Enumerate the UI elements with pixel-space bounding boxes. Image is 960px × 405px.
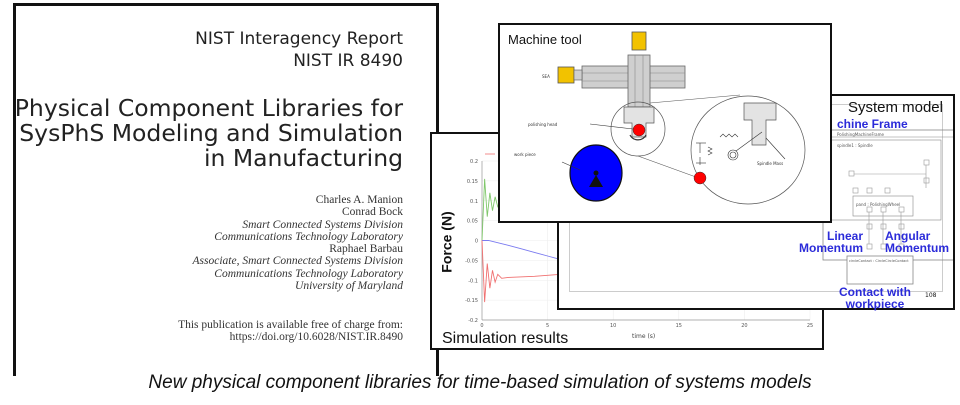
x-tick-label: 25 bbox=[807, 323, 813, 329]
polishing-head-label: polishing head bbox=[528, 122, 558, 127]
system-model-diagram: PolishingMachineFrame spindle1 : Spindle… bbox=[820, 129, 953, 285]
polishing-wheel bbox=[632, 123, 646, 137]
y-tick-label: -0.15 bbox=[465, 298, 478, 304]
spindle-mass-label: Spindle Mass bbox=[757, 161, 783, 166]
authors-block: Charles A. Manion Conrad Bock Smart Conn… bbox=[193, 194, 403, 292]
vertical-actuator bbox=[631, 31, 647, 51]
y-tick-label: -0.2 bbox=[468, 318, 478, 324]
x-tick-label: 15 bbox=[676, 323, 682, 329]
x-tick-label: 10 bbox=[610, 323, 616, 329]
author-line: Raphael Barbau bbox=[329, 243, 403, 256]
author-line: Conrad Bock bbox=[341, 206, 403, 219]
affiliation-line: Communications Technology Laboratory bbox=[214, 230, 403, 243]
affiliation-line: Communications Technology Laboratory bbox=[214, 267, 403, 280]
title-line: SysPhS Modeling and Simulation bbox=[19, 119, 403, 147]
title-line: in Manufacturing bbox=[203, 144, 403, 172]
contact-block-label: circleContact : CircleCircleContact bbox=[849, 259, 909, 263]
wheel-block-label: pand : PolishingWheel bbox=[856, 202, 900, 207]
title-line: Physical Component Libraries for bbox=[14, 94, 403, 122]
simulation-caption: Simulation results bbox=[442, 330, 569, 347]
y-tick-label: -0.1 bbox=[468, 278, 478, 284]
spindle-mass-wheel bbox=[693, 171, 707, 185]
vertical-rail bbox=[627, 54, 651, 108]
machine-tool-panel: Machine tool SEA polishing head work pie… bbox=[498, 23, 832, 223]
series-line-2 bbox=[481, 240, 561, 303]
machine-tool-title: Machine tool bbox=[508, 32, 582, 47]
x-tick-label: 5 bbox=[546, 323, 549, 329]
availability-note: This publication is available free of ch… bbox=[178, 319, 403, 344]
y-tick-label: 0.2 bbox=[470, 159, 478, 165]
figure-caption: New physical component libraries for tim… bbox=[148, 372, 812, 393]
sea-actuator bbox=[557, 66, 575, 84]
report-cover-page: NIST Interagency Report NIST IR 8490 Phy… bbox=[13, 3, 439, 376]
machine-tool-drawing: SEA polishing head work piece Spindle Ma… bbox=[514, 31, 806, 205]
polishing-head bbox=[623, 106, 655, 138]
work-piece-label: work piece bbox=[514, 152, 536, 157]
availability-text: This publication is available free of ch… bbox=[178, 319, 403, 331]
y-tick-label: 0.1 bbox=[470, 199, 478, 205]
report-series: NIST Interagency Report bbox=[195, 29, 403, 49]
x-axis-label: time (s) bbox=[632, 333, 656, 340]
y-axis-label: Force (N) bbox=[438, 211, 455, 273]
system-model-title: System model bbox=[847, 99, 943, 116]
spindle-block-label: spindle1 : Spindle bbox=[837, 143, 873, 148]
author-line: Charles A. Manion bbox=[315, 194, 403, 206]
report-title: Physical Component Libraries for SysPhS … bbox=[15, 96, 403, 171]
sea-label: SEA bbox=[542, 74, 550, 79]
report-number: NIST IR 8490 bbox=[293, 51, 403, 71]
y-tick-label: -0.05 bbox=[465, 258, 478, 264]
y-tick-label: 0.15 bbox=[467, 179, 478, 185]
affiliation-line: University of Maryland bbox=[295, 280, 403, 293]
y-tick-label: 0 bbox=[475, 239, 478, 245]
doi-link[interactable]: https://doi.org/10.6028/NIST.IR.8490 bbox=[229, 331, 403, 344]
x-tick-label: 0 bbox=[480, 323, 483, 329]
series-line-1 bbox=[482, 240, 561, 261]
y-tick-label: 0.05 bbox=[467, 219, 478, 225]
frame-block-label: PolishingMachineFrame bbox=[837, 132, 884, 137]
x-tick-label: 20 bbox=[741, 323, 747, 329]
affiliation-line: Associate, Smart Connected Systems Divis… bbox=[192, 255, 403, 268]
affiliation-line: Smart Connected Systems Division bbox=[242, 218, 403, 231]
detail-zoom-ellipse bbox=[690, 95, 806, 205]
page-number: 108 bbox=[925, 292, 937, 299]
machine-frame-label: chine Frame bbox=[837, 117, 908, 131]
